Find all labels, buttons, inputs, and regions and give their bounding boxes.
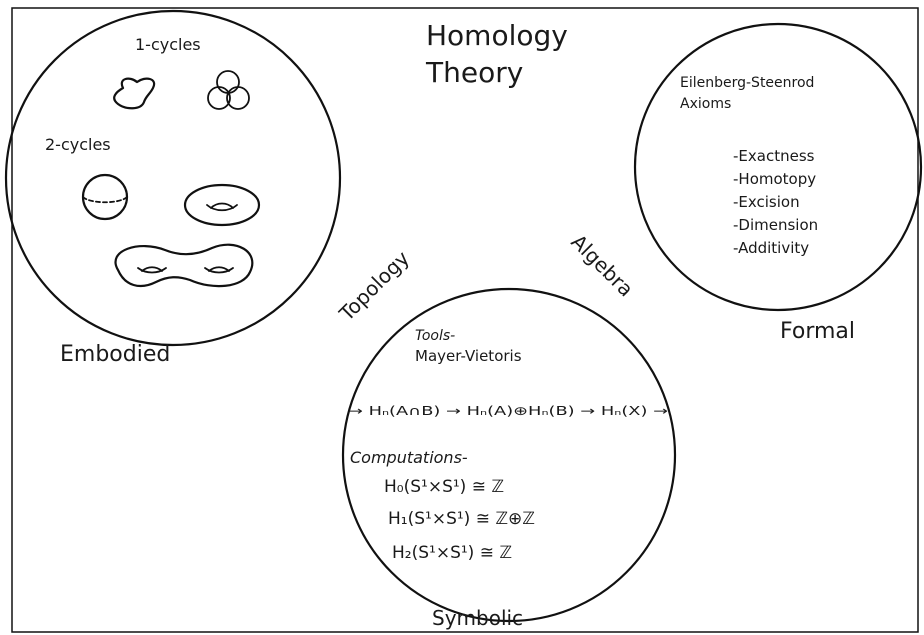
tools-label: Tools- xyxy=(415,328,455,344)
axiom-item: -Dimension xyxy=(733,216,818,234)
axiom-item: -Exactness xyxy=(733,147,815,165)
symbolic-circle xyxy=(341,287,677,623)
tools-method: Mayer-Vietoris xyxy=(415,347,522,365)
homology-formula: H₀(S¹×S¹) ≅ ℤ xyxy=(384,477,504,497)
formal-circle xyxy=(633,22,923,312)
homology-formula: H₂(S¹×S¹) ≅ ℤ xyxy=(392,543,512,563)
topology-edge-label: Topology xyxy=(334,246,414,326)
formal-label: Formal xyxy=(780,319,855,344)
title-line2: Theory xyxy=(425,56,523,89)
formal-heading-line2: Axioms xyxy=(680,96,731,112)
embodied-circle xyxy=(4,9,342,347)
mayer-vietoris-sequence: → Hₙ(A∩B) → Hₙ(A)⊕Hₙ(B) → Hₙ(X) → xyxy=(348,404,668,418)
axiom-item: -Homotopy xyxy=(733,170,816,188)
computations-label: Computations- xyxy=(350,448,468,467)
frame-border xyxy=(11,7,919,633)
embodied-label: Embodied xyxy=(60,342,170,367)
title-line1: Homology xyxy=(426,19,568,52)
axiom-item: -Excision xyxy=(733,193,800,211)
formal-heading-line1: Eilenberg-Steenrod xyxy=(680,75,814,91)
algebra-edge-label: Algebra xyxy=(566,230,638,302)
two-cycles-label: 2-cycles xyxy=(45,135,111,154)
sphere-cycle-icon xyxy=(81,173,129,221)
knot-cycle-icon xyxy=(207,70,250,110)
torus-cycle-icon xyxy=(183,183,261,227)
symbolic-label: Symbolic xyxy=(432,606,523,630)
loop-cycle-icon xyxy=(113,77,156,110)
double-torus-cycle-icon xyxy=(114,243,254,288)
axiom-item: -Additivity xyxy=(733,239,809,257)
homology-formula: H₁(S¹×S¹) ≅ ℤ⊕ℤ xyxy=(388,509,535,529)
one-cycles-label: 1-cycles xyxy=(135,35,201,54)
